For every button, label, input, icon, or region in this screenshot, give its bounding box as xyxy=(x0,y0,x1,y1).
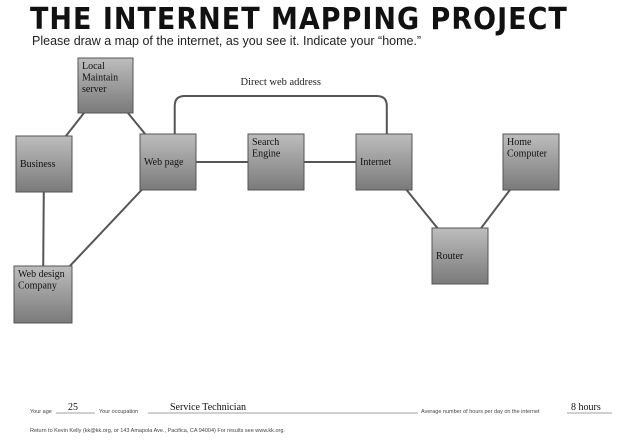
node-label: Web design xyxy=(18,269,65,280)
node-label: Internet xyxy=(360,157,391,168)
node-box xyxy=(502,133,560,191)
node-label: Web page xyxy=(144,157,184,168)
node-box xyxy=(13,265,73,324)
node-label: Search xyxy=(252,137,279,148)
node-internet: Internet xyxy=(355,133,413,191)
node-label: Computer xyxy=(507,149,548,160)
node-business: Business xyxy=(15,135,73,193)
occupation-label: Your occupation xyxy=(99,409,138,415)
occupation-value: Service Technician xyxy=(170,402,246,413)
footer: Your age 25 Your occupation Service Tech… xyxy=(30,402,612,434)
hours-value: 8 hours xyxy=(571,402,601,413)
node-label: Local xyxy=(82,61,105,72)
node-label: Home xyxy=(507,137,532,148)
edge-label-direct-web-address: Direct web address xyxy=(241,77,321,88)
node-box xyxy=(355,133,413,191)
node-web-page: Web page xyxy=(139,133,197,191)
age-label: Your age xyxy=(30,409,52,415)
node-box xyxy=(431,227,489,285)
edge-web-page-internet xyxy=(173,95,388,134)
node-label: Maintain xyxy=(82,73,118,84)
node-box xyxy=(247,133,305,191)
hours-label: Average number of hours per day on the i… xyxy=(421,409,540,415)
node-box xyxy=(77,57,134,114)
node-box xyxy=(139,133,197,191)
page-title: THE INTERNET MAPPING PROJECT xyxy=(30,2,568,37)
node-router: Router xyxy=(431,227,489,285)
node-label: Engine xyxy=(252,149,281,160)
return-address: Return to Kevin Kelly (kk@kk.org, or 143… xyxy=(30,428,285,434)
node-label: Router xyxy=(436,251,464,262)
node-label: server xyxy=(82,84,107,95)
page-subtitle: Please draw a map of the internet, as yo… xyxy=(32,34,422,48)
node-label: Company xyxy=(18,281,57,292)
age-value: 25 xyxy=(68,402,78,413)
node-label: Business xyxy=(20,159,56,170)
node-box xyxy=(15,135,73,193)
